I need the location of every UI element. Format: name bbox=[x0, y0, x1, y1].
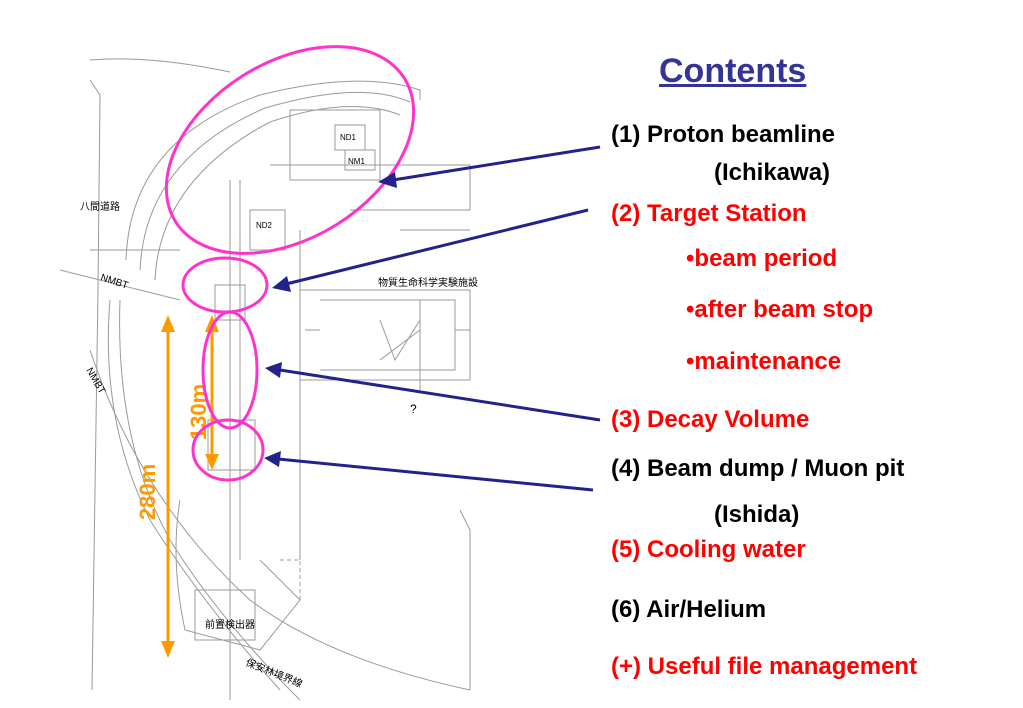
item-decay-volume: (3) Decay Volume bbox=[611, 406, 810, 433]
nd2-label: ND2 bbox=[256, 221, 273, 230]
item-beam-dump-author: (Ishida) bbox=[714, 501, 800, 528]
nm1-label: NM1 bbox=[348, 157, 365, 166]
dim-280-label: 280m bbox=[135, 464, 160, 520]
item-air-helium: (6) Air/Helium bbox=[611, 596, 767, 623]
highlight-ellipses bbox=[164, 45, 416, 482]
item-after-beam-stop: •after beam stop bbox=[686, 296, 874, 323]
nd1-label: ND1 bbox=[340, 133, 357, 142]
forest-line-label: 保安林境界線 bbox=[244, 656, 305, 691]
page-title: Contents bbox=[659, 52, 807, 90]
nmbt-label-1: NMBT bbox=[99, 272, 129, 291]
question-label: ? bbox=[410, 402, 417, 416]
item-proton-beamline: (1) Proton beamline bbox=[611, 121, 836, 148]
item-cooling-water: (5) Cooling water bbox=[611, 536, 806, 563]
nmbt-label-2: NMBT bbox=[83, 366, 107, 396]
item-target-station: (2) Target Station bbox=[611, 200, 807, 227]
beam-dump-ellipse bbox=[191, 418, 265, 482]
item-file-management: (+) Useful file management bbox=[611, 653, 918, 680]
decay-volume-ellipse bbox=[201, 310, 259, 430]
item-beam-dump: (4) Beam dump / Muon pit bbox=[611, 455, 905, 482]
item-beam-period: •beam period bbox=[686, 245, 838, 272]
map-linework bbox=[59, 58, 471, 701]
dim-130-label: 130m bbox=[186, 384, 211, 440]
building-label: 物質生命科学実験施設 bbox=[378, 276, 478, 289]
item-maintenance: •maintenance bbox=[686, 348, 842, 375]
pointer-arrows bbox=[264, 145, 601, 492]
detector-label: 前置検出器 bbox=[205, 618, 255, 631]
item-proton-beamline-author: (Ichikawa) bbox=[714, 159, 831, 186]
dimension-arrows bbox=[161, 315, 219, 658]
proton-beamline-ellipse bbox=[164, 45, 416, 255]
map-text: 八間道路 NMBT NMBT 物質生命科学実験施設 ND1 NM1 ND2 前置… bbox=[80, 133, 478, 690]
road-label: 八間道路 bbox=[80, 200, 120, 213]
